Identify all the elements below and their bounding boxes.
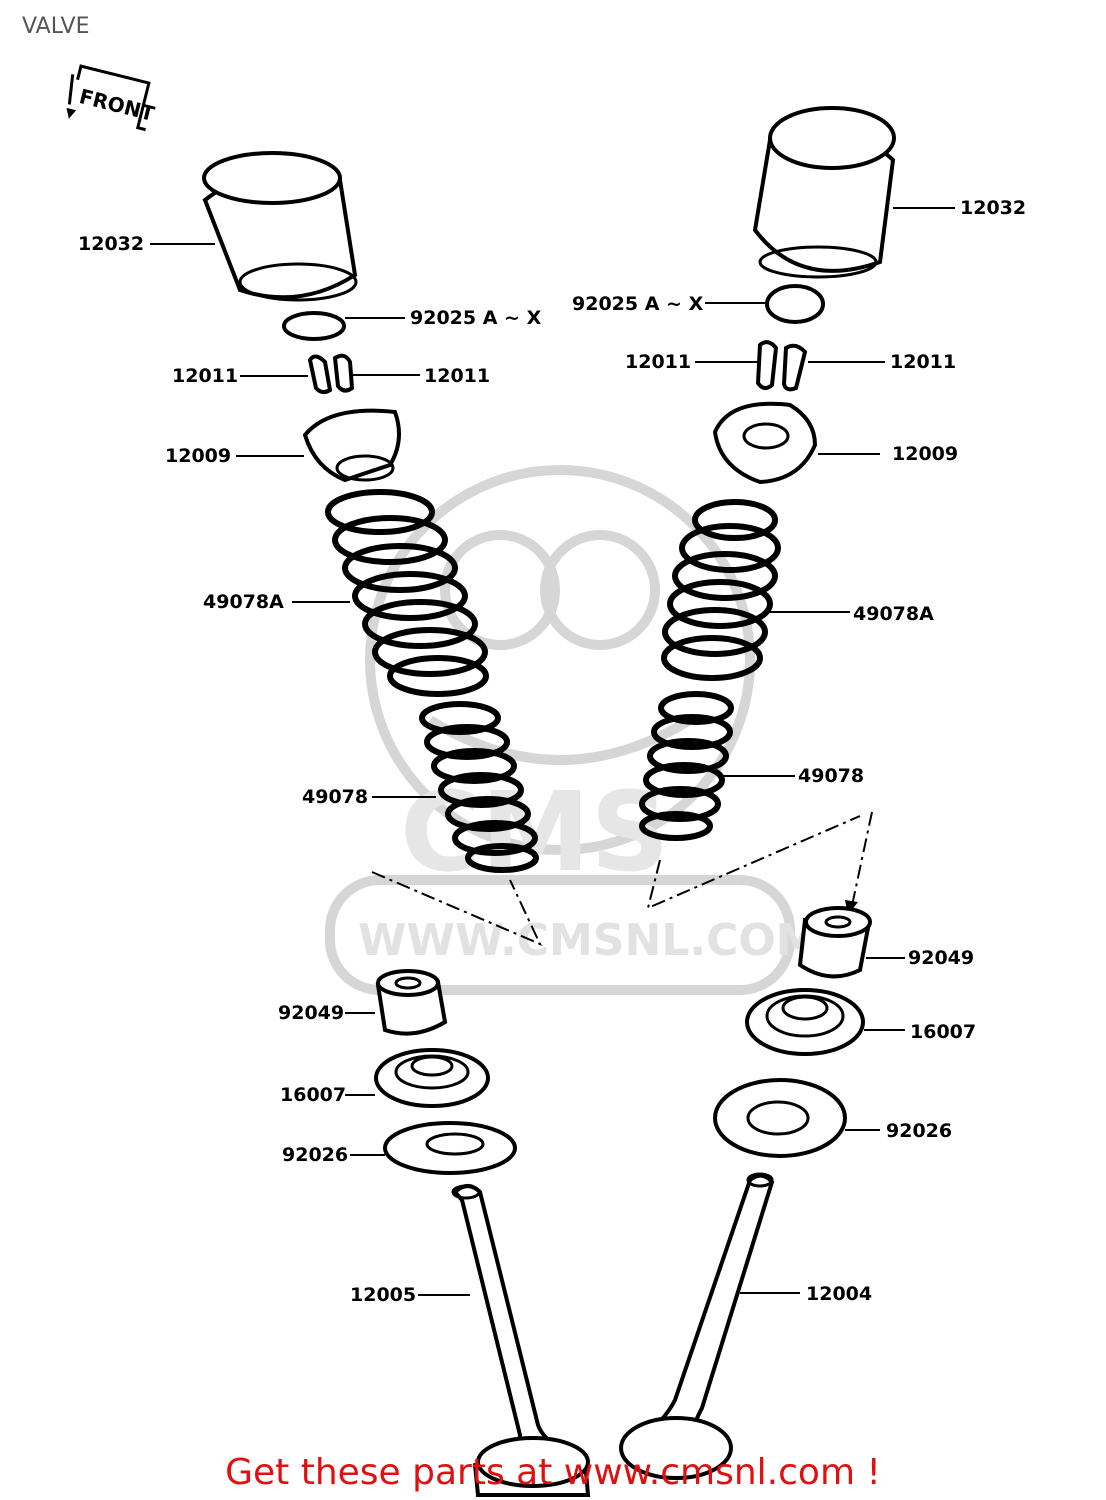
label-washer-right: 92026 [886, 1120, 952, 1142]
seal-right [797, 906, 872, 979]
label-spring-seat-right: 16007 [910, 1021, 976, 1043]
front-marker: FRONT [66, 64, 157, 132]
ref-lines-left [371, 871, 543, 946]
shim-left [282, 311, 346, 341]
shim-right [765, 284, 825, 324]
label-shim-left: 92025 A ~ X [410, 307, 542, 329]
inner-spring-left [419, 701, 539, 873]
watermark: CMS WWW.CMSNL.COM [325, 465, 820, 995]
spring-seat-left [374, 1048, 490, 1108]
front-label: FRONT [77, 84, 157, 126]
watermark-url: WWW.CMSNL.COM [358, 915, 820, 966]
spring-seat-right [745, 988, 865, 1056]
retainer-right [712, 401, 818, 485]
tappet-left [202, 151, 358, 302]
valve-intake-right [619, 1172, 775, 1480]
label-seal-left: 92049 [278, 1002, 344, 1024]
ref-lines-right [646, 811, 873, 916]
label-retainer-right: 12009 [892, 443, 958, 465]
label-tappet-right: 12032 [960, 197, 1026, 219]
seal-left [375, 969, 448, 1036]
cmsnl-footer-link[interactable]: Get these parts at www.cmsnl.com ! [225, 1452, 881, 1493]
page-title: VALVE [22, 14, 90, 39]
outer-spring-right [661, 499, 781, 681]
tappet-right [752, 106, 896, 279]
label-cotter-left-b: 12011 [424, 365, 490, 387]
label-inner-spring-right: 49078 [798, 765, 864, 787]
retainer-left [302, 408, 401, 483]
label-cotter-right-b: 12011 [890, 351, 956, 373]
label-retainer-left: 12009 [165, 445, 231, 467]
label-washer-left: 92026 [282, 1144, 348, 1166]
leader-lines [150, 207, 955, 1296]
washer-left [383, 1121, 517, 1175]
washer-right [713, 1078, 847, 1158]
cotters-right [755, 340, 808, 392]
label-seal-right: 92049 [908, 947, 974, 969]
label-shim-right: 92025 A ~ X [572, 293, 704, 315]
inner-spring-right [639, 691, 734, 841]
label-cotter-right-a: 12011 [625, 351, 691, 373]
label-cotter-left-a: 12011 [172, 365, 238, 387]
label-outer-spring-left: 49078A [203, 591, 284, 613]
valve-exhaust-left [451, 1184, 591, 1497]
label-outer-spring-right: 49078A [853, 603, 934, 625]
cotters-left [307, 353, 355, 395]
label-spring-seat-left: 16007 [280, 1084, 346, 1106]
outer-spring-left [325, 489, 489, 697]
part-labels: 12032 92025 A ~ X 12011 12011 12009 4907… [78, 197, 1026, 1306]
label-tappet-left: 12032 [78, 233, 144, 255]
label-valve-right: 12004 [806, 1283, 872, 1305]
label-inner-spring-left: 49078 [302, 786, 368, 808]
label-valve-left: 12005 [350, 1284, 416, 1306]
